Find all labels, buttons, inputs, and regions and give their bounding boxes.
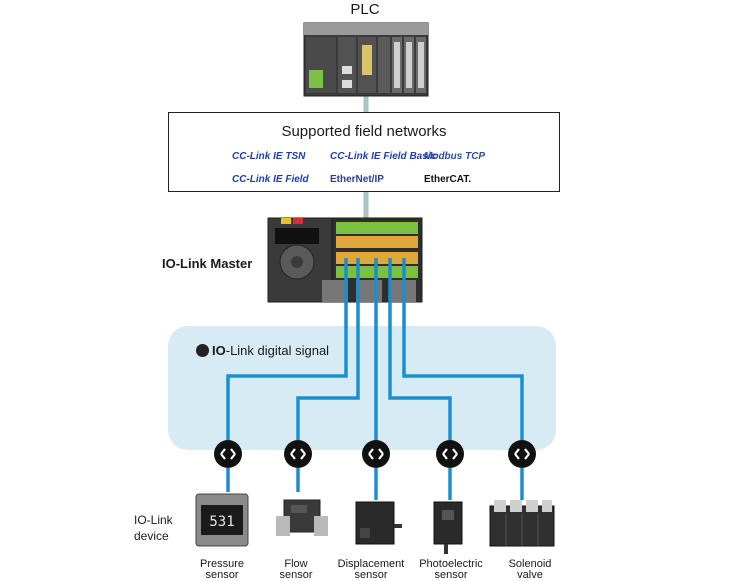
displacement-sensor-icon xyxy=(355,501,402,545)
pressure-display-value: 531 xyxy=(209,514,234,530)
ethercat-logo: EtherCAT. xyxy=(424,174,471,185)
plc-icon xyxy=(303,22,429,97)
device-name-pressure: Pressure sensor xyxy=(177,559,267,581)
hub-icon xyxy=(284,440,312,468)
device-name-displacement: Displacement sensor xyxy=(326,559,416,581)
device-name-solenoid: Solenoid valve xyxy=(485,559,575,581)
cc-link-ie-tsn-text: CC-Link IE TSN xyxy=(232,151,306,162)
io-link-device-label: IO-Link device xyxy=(134,512,173,544)
device-name-line1: Displacement xyxy=(337,558,405,570)
field-networks-title: Supported field networks xyxy=(281,123,447,140)
io-link-master-icon xyxy=(267,217,423,303)
device-name-line1: Flow xyxy=(284,558,308,570)
device-name-line2: sensor xyxy=(354,569,388,581)
cc-link-ie-field-logo: CC-Link IE Field xyxy=(232,174,309,185)
hub-icon xyxy=(508,440,536,468)
io-link-cables xyxy=(226,258,524,500)
ethernet-ip-logo: EtherNet/IP xyxy=(330,174,384,185)
io-link-device-label-line1: IO-Link xyxy=(134,513,173,527)
pressure-sensor-icon: 531 xyxy=(195,493,249,547)
device-name-flow: Flow sensor xyxy=(251,559,341,581)
io-link-logo-text: IO xyxy=(212,343,226,358)
device-name-line1: Photoelectric xyxy=(419,558,483,570)
modbus-tcp-logo: Modbus TCP xyxy=(424,151,485,162)
hub-icon xyxy=(436,440,464,468)
cc-link-ie-field-basic-text: CC-Link IE Field Basic xyxy=(330,151,437,162)
device-name-photoelectric: Photoelectric sensor xyxy=(406,559,496,581)
hub-icon xyxy=(214,440,242,468)
cc-link-ie-field-basic-logo: CC-Link IE Field Basic xyxy=(330,151,436,162)
hub-icon xyxy=(362,440,390,468)
device-name-line2: sensor xyxy=(434,569,468,581)
io-link-signal-label: IO-Link digital signal xyxy=(196,343,329,358)
ethernet-ip-text: EtherNet/IP xyxy=(330,174,384,185)
io-link-logo-icon xyxy=(196,344,209,357)
io-link-signal-text: -Link digital signal xyxy=(225,343,330,358)
io-link-signal-area xyxy=(168,326,556,450)
io-link-device-label-line2: device xyxy=(134,529,169,543)
photoelectric-sensor-icon xyxy=(433,501,463,554)
flow-sensor-icon xyxy=(276,499,328,536)
cc-link-ie-tsn-logo: CC-Link IE TSN xyxy=(232,151,305,162)
device-name-line2: sensor xyxy=(205,569,239,581)
field-networks-box xyxy=(168,112,560,192)
plc-title: PLC xyxy=(350,1,380,18)
device-name-line2: valve xyxy=(517,569,543,581)
device-name-line1: Pressure xyxy=(199,558,245,570)
solenoid-valve-icon xyxy=(489,500,555,547)
device-name-line1: Solenoid xyxy=(508,558,552,570)
io-link-master-label: IO-Link Master xyxy=(162,256,253,271)
ethercat-text: EtherCAT. xyxy=(424,174,472,185)
cc-link-ie-field-text: CC-Link IE Field xyxy=(232,174,309,185)
device-name-line2: sensor xyxy=(279,569,313,581)
modbus-tcp-text: Modbus TCP xyxy=(424,151,486,162)
